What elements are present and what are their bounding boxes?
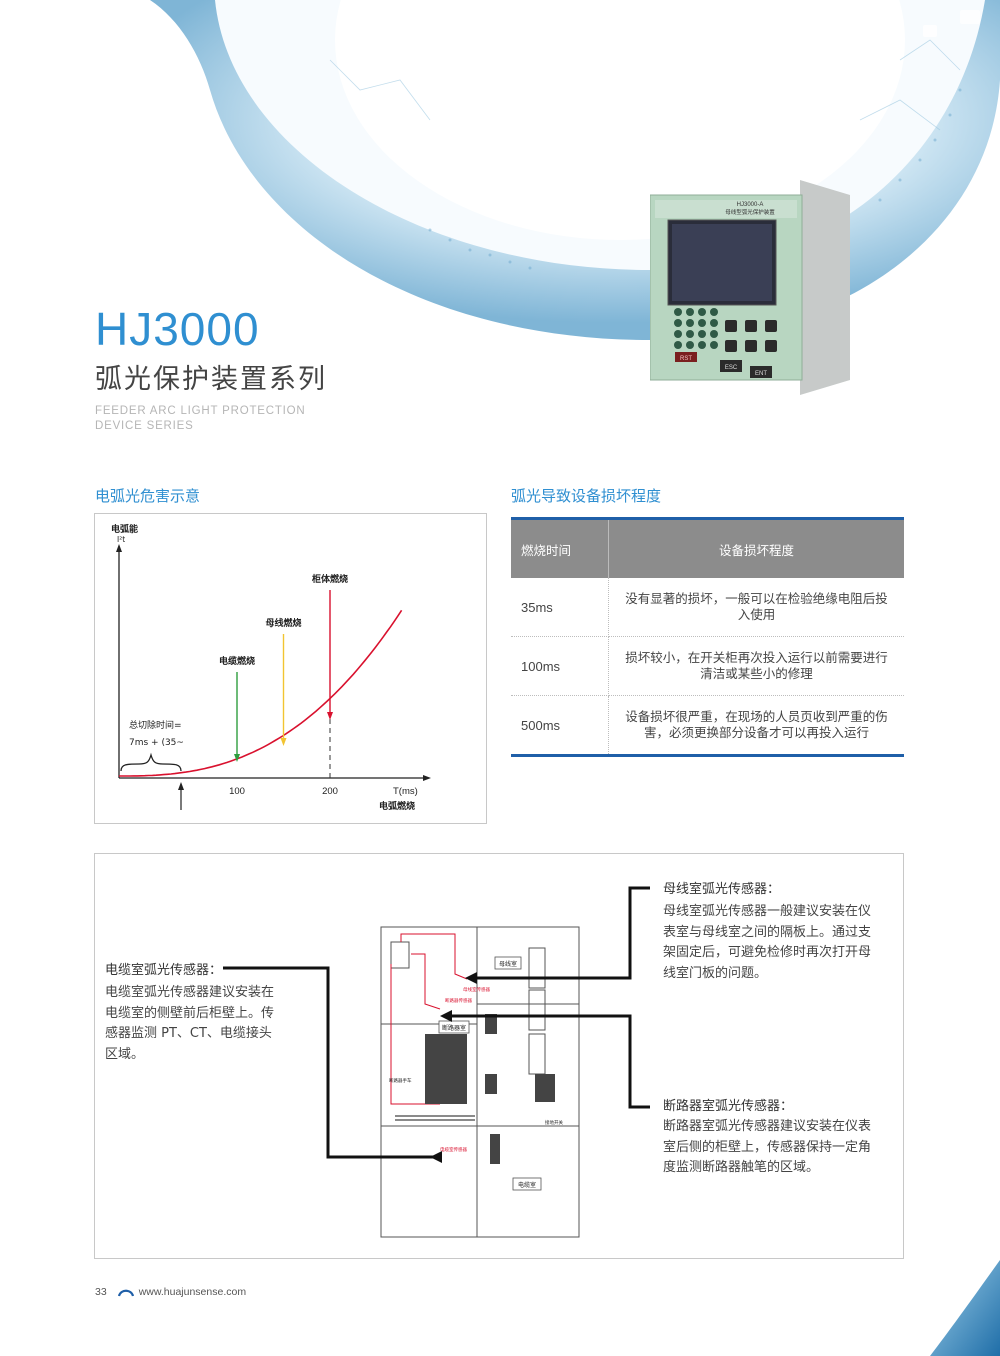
esc-key-label: ESC	[725, 365, 738, 371]
annotation-label-2: 母线燃烧	[265, 617, 301, 629]
desc-line: 度监测断路器触笔的区域。	[663, 1160, 820, 1175]
row-desc-line: 清洁或某些小的修理	[700, 666, 813, 681]
subtitle-line-2: DEVICE SERIES	[95, 420, 194, 432]
x-axis-label: T(ms)	[393, 786, 418, 797]
row-desc-line: 入使用	[737, 607, 776, 622]
page-title-en: HJ3000	[95, 303, 260, 355]
breaker-sensor-desc: 断路器室弧光传感器建议安装在仪表 室后侧的柜壁上，传感器保持一定角 度监测断路器…	[663, 1117, 871, 1179]
desc-line: 区域。	[105, 1046, 145, 1062]
footer: 33 www.huajunsense.com	[95, 1286, 246, 1298]
row-time: 35ms	[511, 578, 609, 637]
annotation-arrowhead-2	[280, 738, 287, 746]
page-number: 33	[95, 1286, 107, 1298]
row-desc-line: 损坏较小，在开关柜再次投入运行以前需要进行	[625, 650, 888, 665]
chart-section-title: 电弧光危害示意	[95, 487, 201, 505]
device-image: HJ3000-A 母线型弧光保护装置 RST ESC ENT	[650, 180, 850, 395]
corner-decoration	[930, 1260, 1000, 1356]
desc-line: 母线室弧光传感器一般建议安装在仪	[663, 904, 872, 919]
desc-line: 架固定后，可避免检修时再次打开母	[663, 945, 872, 960]
desc-line: 断路器室弧光传感器建议安装在仪表	[663, 1119, 872, 1134]
device-model: HJ3000-A	[737, 202, 764, 208]
row-desc-line: 设备损坏很严重，在现场的人员页收到严重的伤	[625, 709, 888, 724]
annotation-label-1: 电缆燃烧	[219, 655, 255, 667]
busbar-pointer	[475, 886, 650, 980]
breaker-sensor-title: 断路器室弧光传感器：	[663, 1099, 794, 1114]
cable-sensor-title: 电缆室弧光传感器：	[105, 963, 223, 978]
website-link[interactable]: www.huajunsense.com	[138, 1286, 247, 1298]
ent-key-label: ENT	[755, 371, 767, 377]
annotation-label-3: 柜体燃烧	[311, 573, 348, 585]
y-axis-label: 电弧能	[111, 523, 138, 535]
damage-table: 燃烧时间 设备损坏程度 35ms 没有显著的损坏，一般可以在检验绝缘电阻后投入使…	[511, 517, 904, 757]
page-subtitle-en: FEEDER ARC LIGHT PROTECTION DEVICE SERIE…	[95, 404, 355, 434]
row-desc-line: 害，必须更换部分设备才可以再投入运行	[643, 725, 869, 740]
clear-time-label: 总切除时间=	[129, 719, 182, 731]
row-time: 500ms	[511, 695, 609, 757]
label-handcart: 断路器手车	[389, 1077, 412, 1084]
annotation-arrowhead-3	[327, 712, 333, 720]
table-header-time: 燃烧时间	[511, 517, 609, 578]
switchgear-diagram-box: 母线室 断路器室 电缆室 母线室传感器 断路器传感器 电缆室传感器 断路器手车 …	[94, 853, 904, 1259]
x-axis-sublabel: 电弧燃烧	[379, 800, 415, 812]
desc-line: 电缆室弧光传感器建议安装在	[105, 985, 275, 1000]
arc-energy-curve	[118, 609, 403, 777]
busbar-sensor-desc: 母线室弧光传感器一般建议安装在仪 表室与母线室之间的隔板上。通过支 架固定后，可…	[663, 902, 871, 984]
desc-line: 感器监测 PT、CT、电缆接头	[105, 1026, 272, 1041]
row-time: 100ms	[511, 636, 609, 696]
table-section-title: 弧光导致设备损坏程度	[511, 487, 662, 505]
y-axis-unit: I²t	[117, 535, 125, 544]
row-desc: 损坏较小，在开关柜再次投入运行以前需要进行清洁或某些小的修理	[608, 636, 904, 696]
cable-pointer	[223, 966, 440, 1159]
table-header-damage: 设备损坏程度	[608, 517, 904, 578]
label-breaker-room: 断路器室	[442, 1024, 466, 1032]
desc-line: 线室门板的问题。	[663, 965, 768, 981]
label-sensor-breaker: 断路器传感器	[445, 997, 472, 1004]
row-desc: 没有显著的损坏，一般可以在检验绝缘电阻后投入使用	[608, 578, 904, 637]
busbar-sensor-title: 母线室弧光传感器：	[663, 882, 781, 897]
table-row: 100ms 损坏较小，在开关柜再次投入运行以前需要进行清洁或某些小的修理	[511, 636, 904, 696]
label-cable-room: 电缆室	[518, 1181, 536, 1189]
x-tick-200: 200	[322, 786, 338, 797]
clear-time-value: 7ms + (35~	[129, 738, 184, 748]
arc-hazard-chart: 电弧能 I²t 电缆燃烧母线燃烧柜体燃烧 100 200 T(ms) 电弧燃烧 …	[94, 513, 487, 824]
x-tick-100: 100	[229, 786, 245, 797]
desc-line: 表室与母线室之间的隔板上。通过支	[663, 924, 872, 940]
desc-line: 室后侧的柜壁上，传感器保持一定角	[663, 1139, 872, 1155]
desc-line: 电缆室的侧壁前后柜壁上。传	[105, 1005, 275, 1021]
brand-logo-icon	[117, 1289, 134, 1297]
label-sensor-busbar: 母线室传感器	[463, 986, 490, 993]
cable-sensor-desc: 电缆室弧光传感器建议安装在 电缆室的侧壁前后柜壁上。传 感器监测 PT、CT、电…	[105, 983, 274, 1065]
table-row: 35ms 没有显著的损坏，一般可以在检验绝缘电阻后投入使用	[511, 578, 904, 637]
label-sensor-cable: 电缆室传感器	[440, 1146, 467, 1153]
page-title-cn: 弧光保护装置系列	[95, 364, 327, 395]
table-row: 500ms 设备损坏很严重，在现场的人员页收到严重的伤害，必须更换部分设备才可以…	[511, 695, 904, 757]
rst-key-label: RST	[680, 356, 692, 362]
subtitle-line-1: FEEDER ARC LIGHT PROTECTION	[95, 405, 306, 417]
row-desc: 设备损坏很严重，在现场的人员页收到严重的伤害，必须更换部分设备才可以再投入运行	[608, 695, 904, 757]
label-ground-switch: 接地开关	[545, 1119, 563, 1126]
breaker-pointer	[450, 1014, 650, 1109]
row-desc-line: 没有显著的损坏，一般可以在检验绝缘电阻后投	[625, 591, 888, 606]
device-name: 母线型弧光保护装置	[725, 208, 775, 216]
clear-time-brace	[120, 752, 182, 772]
label-busbar-room: 母线室	[499, 960, 517, 968]
annotation-arrowhead-1	[234, 754, 240, 762]
